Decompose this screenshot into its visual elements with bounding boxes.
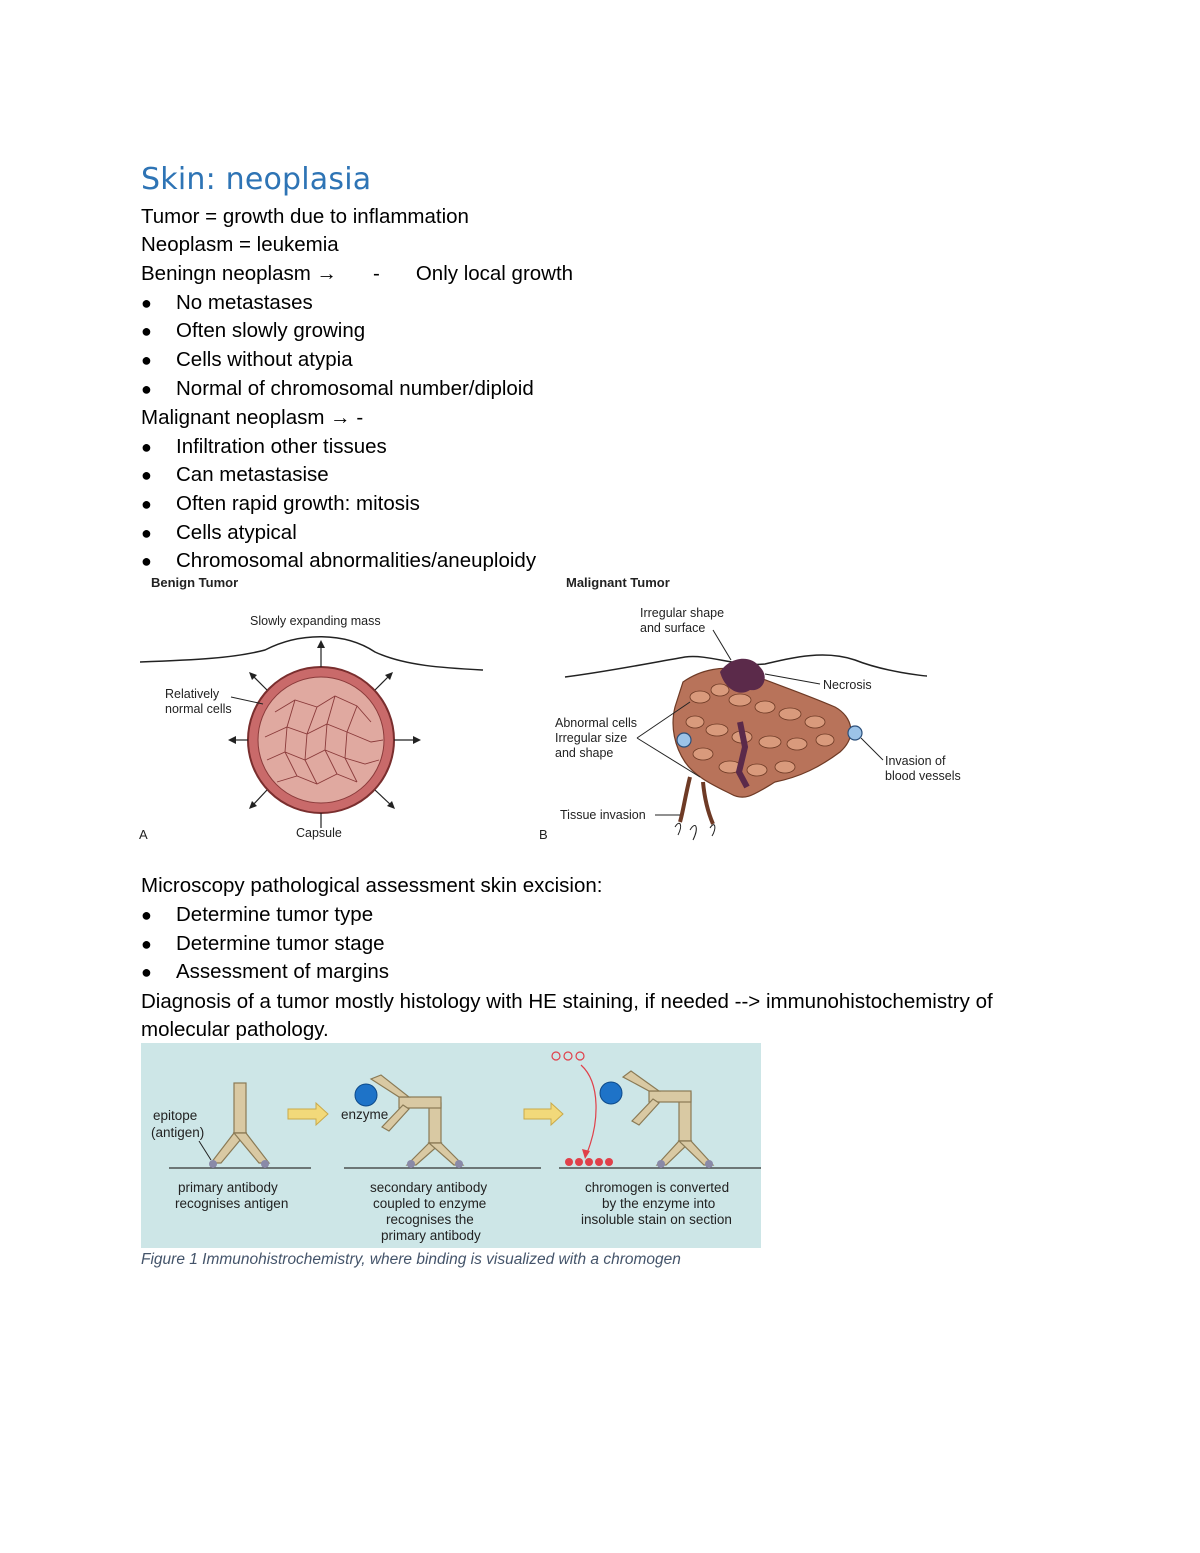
arrow-right-icon xyxy=(523,1101,564,1127)
abnormal-cells-label: Abnormal cells xyxy=(555,716,637,730)
step-a-line1: primary antibody xyxy=(178,1180,278,1195)
bullet-icon: ● xyxy=(141,293,152,313)
step-a-line2: recognises antigen xyxy=(175,1196,288,1211)
normal-cells-label: normal cells xyxy=(165,702,232,716)
list-item: ●Determine tumor stage xyxy=(141,930,385,958)
benign-dash: - xyxy=(373,262,380,285)
malignant-tumor-figure: Malignant Tumor Irregular shape and surf… xyxy=(539,575,961,842)
microscopy-title: Microscopy pathological assessment skin … xyxy=(141,874,603,897)
list-item: ●Infiltration other tissues xyxy=(141,433,387,461)
step-b-line3: recognises the xyxy=(386,1212,474,1227)
antigen-label: (antigen) xyxy=(151,1125,204,1140)
bullet-icon: ● xyxy=(141,379,152,399)
necrosis-core xyxy=(735,721,750,789)
list-item: ●Determine tumor type xyxy=(141,901,373,929)
arrowheads xyxy=(228,640,421,809)
invasion-marks xyxy=(674,822,716,841)
bullet-icon: ● xyxy=(141,962,152,982)
ihc-diagram: epitope (antigen) primary antibody recog… xyxy=(151,1051,761,1243)
benign-tumor-figure: Benign Tumor Slowly expanding mass xyxy=(139,575,484,842)
bullet-icon: ● xyxy=(141,350,152,370)
list-item: ●Chromosomal abnormalities/aneuploidy xyxy=(141,547,536,575)
benign-label: Beningn neoplasm → xyxy=(141,262,338,285)
panel-a-label: A xyxy=(139,827,148,842)
bullet-icon: ● xyxy=(141,465,152,485)
secondary-antibody-b xyxy=(369,1074,465,1166)
blood-vessels-label: blood vessels xyxy=(885,769,961,783)
epitope-label: epitope xyxy=(153,1108,197,1123)
panel-b-label: B xyxy=(539,827,548,842)
tissue-invasion-strands xyxy=(678,776,715,825)
chromogen-stain-icon xyxy=(565,1158,613,1166)
malignant-neoplasm-line: Malignant neoplasm → - xyxy=(141,406,364,429)
benign-mass-label: Slowly expanding mass xyxy=(250,614,381,628)
malignant-cells xyxy=(685,683,835,777)
blood-vessel-left xyxy=(676,732,692,748)
bullet-icon: ● xyxy=(141,905,152,925)
list-item: ●Often rapid growth: mitosis xyxy=(141,490,420,518)
bullet-icon: ● xyxy=(141,321,152,341)
irregular-shape-label: Irregular shape xyxy=(640,606,724,620)
necrosis-area xyxy=(720,658,765,693)
benign-tumor-cells xyxy=(257,676,385,804)
and-shape-label: and shape xyxy=(555,746,613,760)
blood-vessel-right xyxy=(847,725,863,741)
malignant-tumor-title: Malignant Tumor xyxy=(566,575,670,590)
bullet-icon: ● xyxy=(141,934,152,954)
diagnosis-line-1: Diagnosis of a tumor mostly histology wi… xyxy=(141,990,993,1013)
list-item: ●No metastases xyxy=(141,289,313,317)
step-c-line3: insoluble stain on section xyxy=(581,1212,732,1227)
benign-cell-outlines xyxy=(264,695,384,785)
arrow-right-icon xyxy=(287,1101,329,1127)
relatively-label: Relatively xyxy=(165,687,220,701)
tissue-invasion-label: Tissue invasion xyxy=(560,808,646,822)
skin-surface-line xyxy=(139,636,484,671)
list-item: ●Cells atypical xyxy=(141,519,297,547)
enzyme-icon xyxy=(354,1083,378,1107)
step-b-line4: primary antibody xyxy=(381,1228,481,1243)
bullet-icon: ● xyxy=(141,494,152,514)
capsule-label: Capsule xyxy=(296,826,342,840)
neoplasm-definition: Neoplasm = leukemia xyxy=(141,233,339,256)
list-item: ●Often slowly growing xyxy=(141,317,365,345)
step-c-line1: chromogen is converted xyxy=(585,1180,729,1195)
list-item: ●Normal of chromosomal number/diploid xyxy=(141,375,534,403)
invasion-of-label: Invasion of xyxy=(885,754,946,768)
necrosis-label: Necrosis xyxy=(823,678,872,692)
benign-point: Only local growth xyxy=(415,262,574,285)
benign-tumor-title: Benign Tumor xyxy=(151,575,238,590)
bullet-icon: ● xyxy=(141,523,152,543)
benign-neoplasm-line: Beningn neoplasm → - Only local growth xyxy=(141,260,573,288)
list-item: ●Can metastasise xyxy=(141,461,329,489)
enzyme-icon xyxy=(599,1081,623,1105)
list-item: ●Cells without atypia xyxy=(141,346,353,374)
bullet-icon: ● xyxy=(141,551,152,571)
enzyme-label: enzyme xyxy=(341,1107,388,1122)
step-b-line2: coupled to enzyme xyxy=(373,1196,486,1211)
secondary-antibody-c xyxy=(621,1070,715,1166)
primary-antibody-a xyxy=(209,1082,271,1164)
irregular-surface-label: and surface xyxy=(640,621,705,635)
irregular-size-label: Irregular size xyxy=(555,731,627,745)
figure-caption: Figure 1 Immunohistrochemistry, where bi… xyxy=(141,1251,681,1268)
ihc-figure: epitope (antigen) primary antibody recog… xyxy=(141,1043,761,1248)
list-item: ●Assessment of margins xyxy=(141,958,389,986)
diagnosis-line-2: molecular pathology. xyxy=(141,1018,329,1041)
page-title: Skin: neoplasia xyxy=(141,162,372,197)
bullet-icon: ● xyxy=(141,437,152,457)
chromogen-substrate-icon xyxy=(551,1051,585,1061)
tumor-definition: Tumor = growth due to inflammation xyxy=(141,205,469,228)
skin-surface-line xyxy=(564,654,928,678)
step-c-line2: by the enzyme into xyxy=(602,1196,715,1211)
step-b-line1: secondary antibody xyxy=(370,1180,487,1195)
